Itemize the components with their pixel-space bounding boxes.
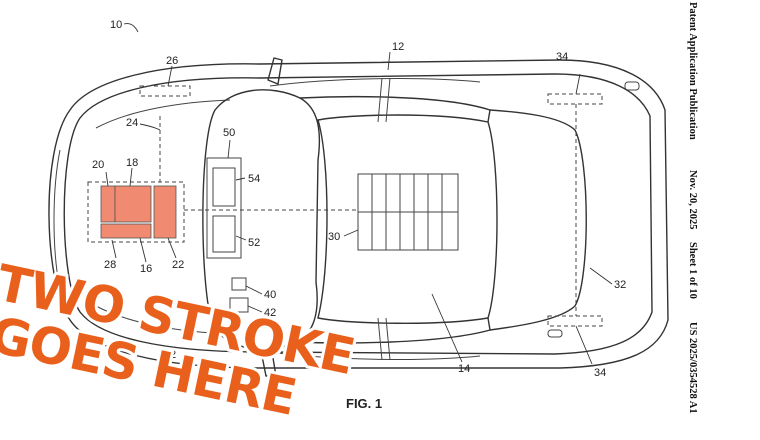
ref-24: 24 [126, 117, 138, 129]
handle-bottom [547, 329, 563, 338]
mirror-left [267, 57, 283, 85]
ref-42: 42 [264, 307, 276, 319]
ref-32: 32 [614, 279, 626, 291]
figure-caption: FIG. 1 [346, 396, 382, 411]
ref-16: 16 [140, 263, 152, 275]
box-42 [229, 297, 249, 313]
handle-top [624, 81, 640, 91]
box-40 [231, 277, 247, 291]
leader-lines [105, 23, 613, 365]
overlay-stamp: TWO STROKE GOES HERE [0, 251, 362, 430]
ref-52: 52 [248, 237, 260, 249]
ref-54: 54 [248, 173, 260, 185]
ref-22: 22 [172, 259, 184, 271]
dashed-connections [139, 85, 603, 327]
mirror-right [261, 351, 277, 377]
ref-26: 26 [166, 55, 178, 67]
ref-20: 20 [92, 159, 104, 171]
ref-18: 18 [126, 157, 138, 169]
ref-12: 12 [392, 41, 404, 53]
ref-40: 40 [264, 289, 276, 301]
ref-34-bottom: 34 [594, 367, 606, 379]
module-50 [206, 157, 242, 259]
header-sheet: Sheet 1 of 10 [687, 242, 698, 299]
ref-14: 14 [458, 363, 470, 375]
header-publication: Patent Application Publication [687, 2, 698, 140]
ref-28: 28 [104, 259, 116, 271]
ref-partial: 2 [170, 349, 176, 361]
vehicle-outline [48, 59, 669, 369]
page-header: Patent Application Publication Nov. 20, … [687, 2, 698, 414]
engine-assembly [87, 181, 185, 243]
ref-30: 30 [328, 231, 340, 243]
header-number: US 2025/0354528 A1 [687, 322, 698, 414]
header-date: Nov. 20, 2025 [687, 170, 698, 230]
ref-50: 50 [223, 127, 235, 139]
ref-34-top: 34 [556, 51, 568, 63]
cabin [202, 77, 587, 361]
ref-10: 10 [110, 19, 122, 31]
panel-grid [357, 173, 459, 251]
